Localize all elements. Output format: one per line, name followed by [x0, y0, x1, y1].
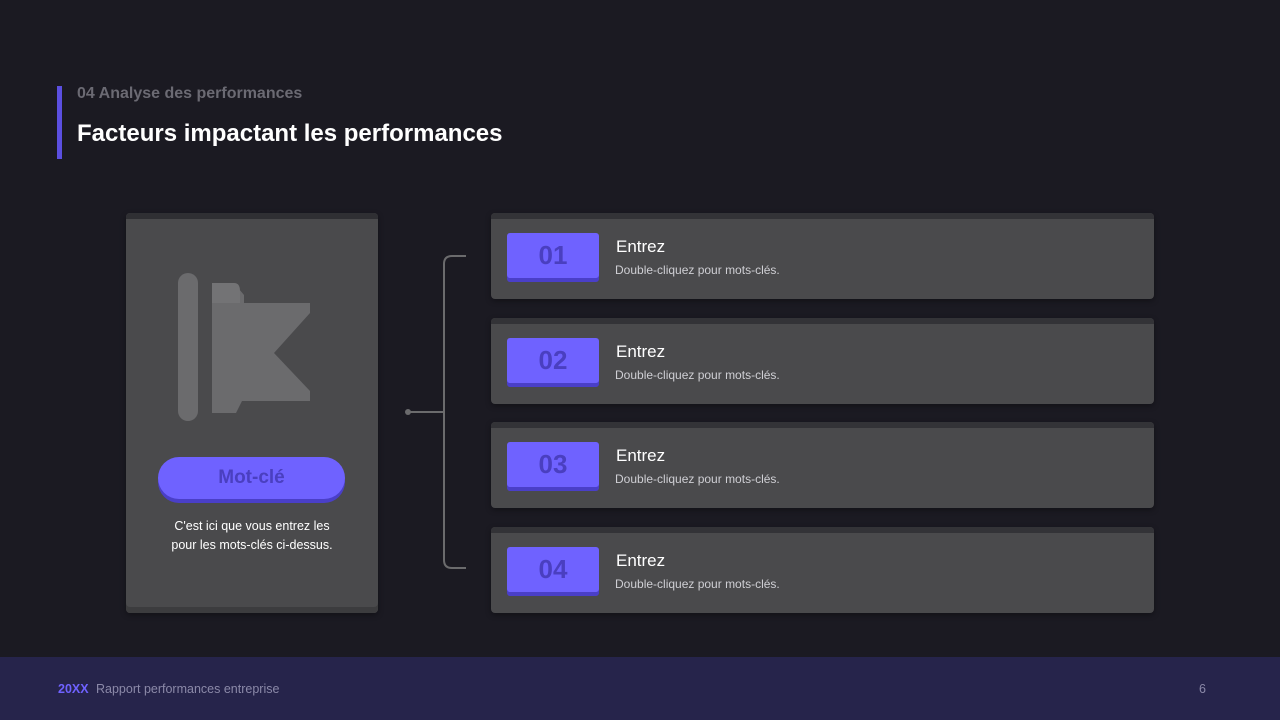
item-subtitle: Double-cliquez pour mots-clés.	[615, 472, 780, 486]
bracket-connector	[405, 255, 466, 569]
item-subtitle: Double-cliquez pour mots-clés.	[615, 368, 780, 382]
item-subtitle: Double-cliquez pour mots-clés.	[615, 263, 780, 277]
item-title: Entrez	[616, 446, 666, 465]
page-number: 6	[1199, 682, 1206, 696]
keyword-pill[interactable]: Mot-clé	[158, 457, 345, 499]
keyword-description-line-1: C'est ici que vous entrez les	[174, 519, 330, 533]
item-title: Entrez	[616, 237, 666, 256]
item-number-badge: 01	[507, 233, 599, 278]
list-item[interactable]: 03 Entrez Double-cliquez pour mots-clés.	[491, 422, 1154, 508]
page-title: Facteurs impactant les performances	[77, 120, 503, 147]
list-item[interactable]: 04 Entrez Double-cliquez pour mots-clés.	[491, 527, 1154, 613]
keyword-card: Mot-clé C'est ici que vous entrez les po…	[126, 213, 378, 613]
keyword-description-line-2: pour les mots-clés ci-dessus.	[171, 538, 333, 552]
item-number-badge: 04	[507, 547, 599, 592]
keyword-description: C'est ici que vous entrez les pour les m…	[142, 517, 362, 555]
item-number-badge: 03	[507, 442, 599, 487]
item-title: Entrez	[616, 342, 666, 361]
flag-icon	[178, 273, 310, 421]
item-number-badge: 02	[507, 338, 599, 383]
footer-year: 20XX	[58, 682, 89, 696]
footer-text: Rapport performances entreprise	[96, 682, 280, 696]
item-title: Entrez	[616, 551, 666, 570]
header-accent-bar	[57, 86, 62, 159]
item-subtitle: Double-cliquez pour mots-clés.	[615, 577, 780, 591]
list-item[interactable]: 02 Entrez Double-cliquez pour mots-clés.	[491, 318, 1154, 404]
section-label: 04 Analyse des performances	[77, 85, 303, 102]
list-item[interactable]: 01 Entrez Double-cliquez pour mots-clés.	[491, 213, 1154, 299]
footer: 20XX Rapport performances entreprise 6	[0, 657, 1280, 720]
